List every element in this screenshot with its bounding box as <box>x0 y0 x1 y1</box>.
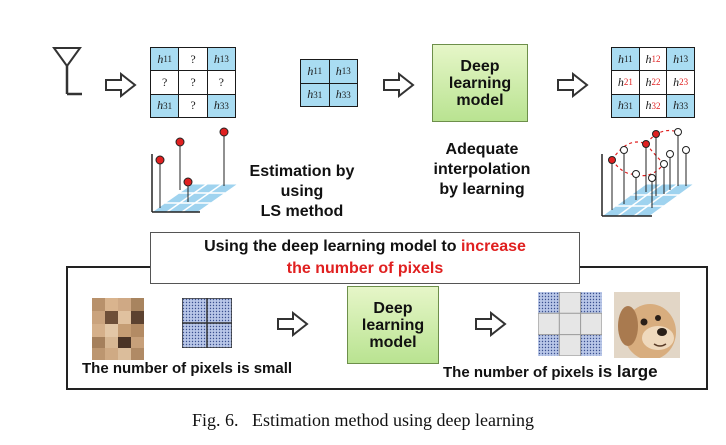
interpolation-label: Adequate interpolation by learning <box>418 140 546 200</box>
cell-symbol: h <box>617 98 624 113</box>
cell-subscript: 13 <box>219 54 229 65</box>
cell-subscript: 21 <box>623 77 633 88</box>
arrow-icon <box>383 72 415 98</box>
estimation-label-line: Estimation by <box>249 163 355 180</box>
banner-text: Using the deep learning model to <box>204 238 461 255</box>
banner-highlight: increase <box>460 238 526 255</box>
interp-label-line: by learning <box>439 181 525 198</box>
cell-symbol: h <box>673 74 680 89</box>
ls-estimation-3d-plot <box>150 127 240 213</box>
cell-subscript: 22 <box>651 77 661 88</box>
deep-learning-model-box: Deep learning model <box>432 44 528 122</box>
antenna-icon <box>52 47 82 96</box>
cell-symbol: h <box>157 51 164 66</box>
interp-label-line: interpolation <box>433 161 531 178</box>
cell-subscript: 31 <box>163 100 173 111</box>
matrix-cell: ? <box>179 94 207 117</box>
cell-symbol: h <box>307 63 314 78</box>
cell-symbol: h <box>617 51 624 66</box>
cell-symbol: h <box>645 51 652 66</box>
high-resolution-dog-image <box>614 292 680 358</box>
cell-symbol: h <box>335 87 342 102</box>
arrow-icon <box>105 72 137 98</box>
estimation-label-line: LS method <box>260 203 344 220</box>
cell-symbol: h <box>673 51 680 66</box>
cell-subscript: 12 <box>651 54 661 65</box>
large-pixels-label-a: The number of pixels <box>443 364 599 381</box>
cell-subscript: 32 <box>651 100 661 111</box>
low-resolution-pixel-grid <box>182 298 232 348</box>
small-pixels-label: The number of pixels is small <box>82 360 293 377</box>
cell-subscript: 11 <box>313 66 323 77</box>
dl-label-line: learning <box>448 74 512 92</box>
cell-symbol: h <box>213 98 220 113</box>
dl-label-line: learning <box>361 316 425 334</box>
cell-symbol: h <box>157 98 164 113</box>
arrow-icon <box>557 72 589 98</box>
large-pixels-label: The number of pixels is large <box>443 362 658 382</box>
figure-caption: Fig. 6. Estimation method using deep lea… <box>192 410 534 430</box>
dl-label-line: Deep <box>373 299 413 317</box>
cell-subscript: 23 <box>679 77 689 88</box>
cell-symbol: h <box>213 51 220 66</box>
cell-symbol: h <box>617 74 624 89</box>
high-resolution-pixel-grid <box>538 292 602 356</box>
cell-subscript: 11 <box>163 54 172 65</box>
cell-symbol: h <box>335 63 342 78</box>
estimation-label: Estimation by using LS method <box>232 162 372 222</box>
cell-subscript: 11 <box>623 54 633 65</box>
banner-highlight-2: the number of pixels <box>286 260 444 277</box>
cell-subscript: 13 <box>679 54 689 65</box>
interpolation-3d-plot <box>600 128 696 217</box>
large-pixels-label-b: is large <box>598 362 658 381</box>
dl-label-line: Deep <box>460 57 500 75</box>
matrix-cell: ? <box>151 71 179 94</box>
arrow-icon <box>277 311 309 337</box>
cell-symbol: h <box>645 98 652 113</box>
deep-learning-model-box: Deep learning model <box>347 286 439 364</box>
cell-symbol: h <box>645 74 652 89</box>
cell-symbol: h <box>673 98 680 113</box>
cell-symbol: h <box>307 87 314 102</box>
matrix-cell: ? <box>179 48 207 71</box>
banner-box: Using the deep learning model to increas… <box>150 232 580 284</box>
cell-subscript: 33 <box>679 100 689 111</box>
interp-label-line: Adequate <box>445 141 519 158</box>
low-resolution-dog-image <box>92 298 144 360</box>
cell-subscript: 33 <box>341 89 351 100</box>
matrix-cell: ? <box>179 71 207 94</box>
estimation-label-line: using <box>280 183 324 200</box>
dl-label-line: model <box>456 91 504 109</box>
cell-subscript: 31 <box>313 89 323 100</box>
dl-label-line: model <box>369 333 417 351</box>
arrow-icon <box>475 311 507 337</box>
cell-subscript: 31 <box>623 100 633 111</box>
cell-subscript: 13 <box>341 66 351 77</box>
matrix-cell: ? <box>207 71 235 94</box>
cell-subscript: 33 <box>219 100 229 111</box>
